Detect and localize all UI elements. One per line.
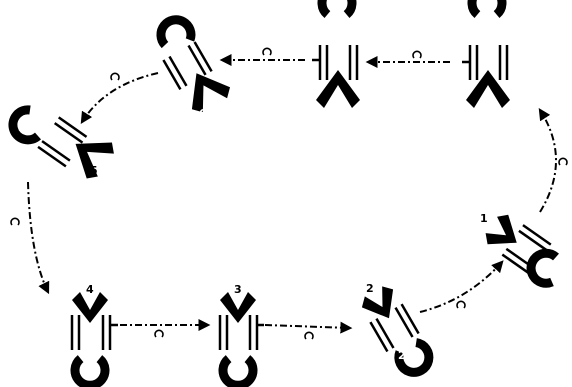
ring-label-5: 5 bbox=[18, 121, 26, 134]
wedge-label-8: 8 bbox=[483, 100, 491, 113]
wedge-8 bbox=[466, 70, 510, 108]
ring-6 bbox=[156, 15, 196, 49]
ring-8 bbox=[467, 0, 507, 19]
wedge-label-4: 4 bbox=[86, 283, 94, 296]
ring-label-8: 8 bbox=[483, 19, 491, 32]
ring-5 bbox=[8, 105, 42, 145]
ring-label-6: 6 bbox=[171, 28, 179, 41]
wedge-1 bbox=[485, 214, 517, 245]
unit-6 bbox=[162, 41, 231, 113]
wedge-label-7: 7 bbox=[333, 100, 341, 113]
wedge-7 bbox=[316, 70, 360, 108]
bars-6 bbox=[162, 41, 213, 91]
bars-7 bbox=[312, 45, 359, 80]
unit-1 bbox=[485, 214, 552, 276]
ring-1 bbox=[526, 248, 559, 288]
wedge-2 bbox=[361, 286, 394, 319]
bars-4 bbox=[70, 315, 118, 350]
ring-label-7: 7 bbox=[333, 19, 341, 32]
wedge-label-1: 1 bbox=[480, 212, 488, 225]
ring-3 bbox=[218, 355, 258, 387]
wedge-5 bbox=[75, 142, 114, 179]
wedge-label-2: 2 bbox=[366, 282, 374, 295]
hook-marks bbox=[10, 47, 568, 340]
bars-2 bbox=[369, 303, 420, 353]
wedge-label-3: 3 bbox=[234, 283, 242, 296]
wedge-label-5: 5 bbox=[90, 164, 98, 177]
ring-label-3: 3 bbox=[234, 364, 242, 377]
bars-8 bbox=[462, 45, 509, 80]
unit-5 bbox=[37, 116, 114, 179]
wedge-label-6: 6 bbox=[199, 107, 207, 120]
ring-label-4: 4 bbox=[86, 364, 94, 377]
wedge-4 bbox=[72, 292, 108, 323]
cycle-arrows bbox=[27, 54, 557, 334]
arrow-6-to-5 bbox=[80, 72, 159, 125]
wedge-3 bbox=[220, 292, 256, 323]
unit-7: 7 7 bbox=[312, 0, 360, 113]
bars-5 bbox=[37, 116, 88, 168]
unit-3: 3 3 bbox=[218, 283, 264, 387]
wedge-6 bbox=[191, 73, 231, 113]
bars-3 bbox=[218, 315, 264, 350]
unit-4: 4 4 bbox=[70, 283, 118, 387]
unit-8: 8 8 bbox=[462, 0, 510, 113]
unit-2 bbox=[361, 286, 434, 377]
ring-7 bbox=[317, 0, 357, 19]
arrow-1-to-8 bbox=[538, 107, 557, 213]
ring-label-2: 2 bbox=[398, 349, 406, 362]
ring-2 bbox=[394, 338, 434, 377]
arrow-2-to-1 bbox=[419, 260, 504, 313]
ring-4 bbox=[70, 355, 110, 387]
ring-label-1: 1 bbox=[546, 262, 554, 275]
arrow-5-to-4 bbox=[27, 181, 50, 295]
arrow-3-to-2 bbox=[264, 321, 353, 334]
